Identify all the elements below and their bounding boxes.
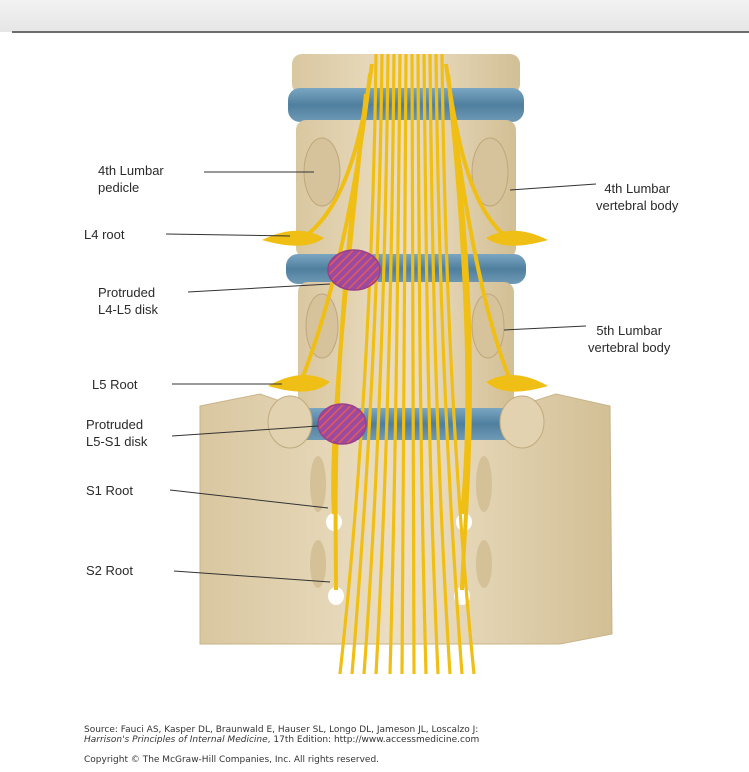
sacral-ridge-right-1	[476, 456, 492, 512]
herniation-l5-s1	[318, 404, 366, 444]
sacral-ridge-right-2	[476, 540, 492, 588]
label-l4-root: L4 root	[84, 226, 124, 243]
book-title: Harrison's Principles of Internal Medici…	[84, 735, 268, 745]
label-5th-lumbar-body: 5th Lumbar vertebral body	[588, 322, 670, 356]
herniation-l4-l5	[328, 250, 380, 290]
label-s2-root: S2 Root	[86, 562, 133, 579]
label-4th-lumbar-pedicle: 4th Lumbar pedicle	[98, 162, 164, 196]
label-4th-lumbar-body: 4th Lumbar vertebral body	[596, 180, 678, 214]
sacral-ridge-left-1	[310, 456, 326, 512]
spine-illustration	[0, 34, 749, 694]
facet-left	[268, 396, 312, 448]
source-prefix: Source: Fauci AS, Kasper DL, Braunwald E…	[84, 725, 478, 735]
toolbar-divider	[12, 31, 749, 33]
label-s1-root: S1 Root	[86, 482, 133, 499]
label-protruded-l4-l5: Protruded L4-L5 disk	[98, 284, 158, 318]
copyright-notice: Copyright © The McGraw-Hill Companies, I…	[84, 755, 379, 765]
source-citation: Source: Fauci AS, Kasper DL, Braunwald E…	[84, 725, 479, 745]
source-suffix: , 17th Edition: http://www.accessmedicin…	[268, 735, 480, 745]
label-l5-root: L5 Root	[92, 376, 138, 393]
facet-right	[500, 396, 544, 448]
spine-diagram: 4th Lumbar pedicle L4 root Protruded L4-…	[0, 34, 749, 694]
label-protruded-l5-s1: Protruded L5-S1 disk	[86, 416, 147, 450]
top-toolbar	[0, 0, 749, 32]
